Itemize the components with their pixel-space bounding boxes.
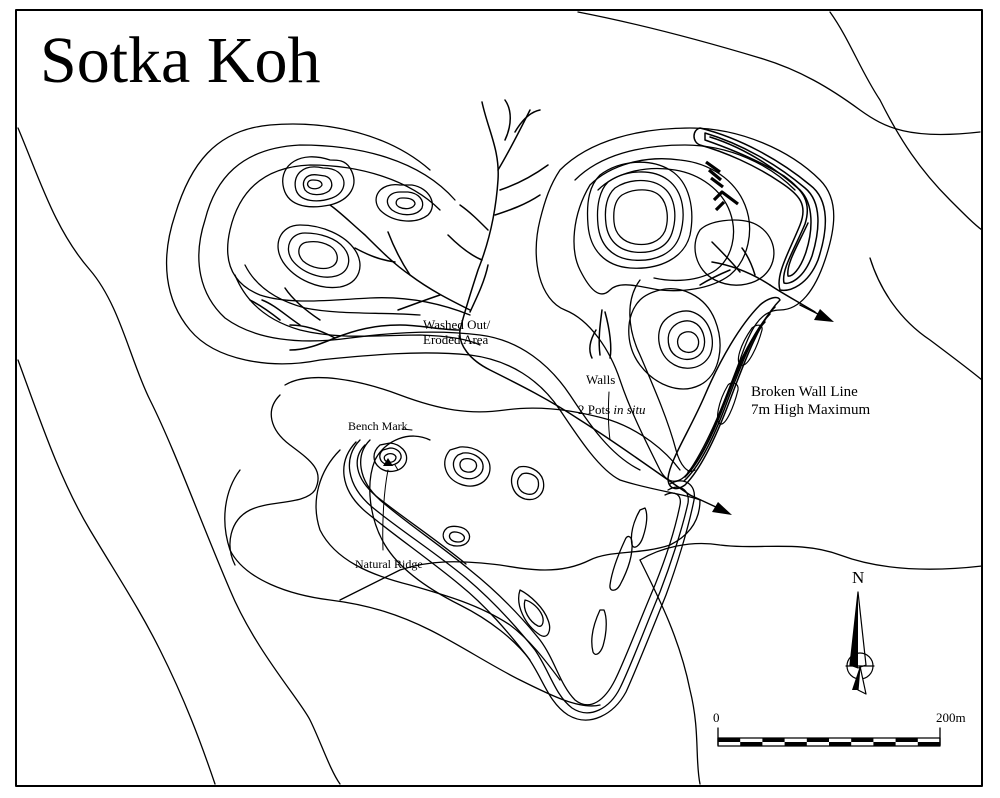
scale-segment (740, 742, 763, 746)
west-hill-contours (166, 123, 701, 601)
scale-segment (873, 742, 896, 746)
label-walls-italic: in situ (613, 401, 646, 417)
scale-segment (806, 738, 829, 742)
scale-min-label: 0 (713, 710, 720, 725)
scale-segment (762, 738, 785, 742)
map-frame (15, 9, 983, 787)
scale-bar-segments (718, 738, 940, 746)
label-broken-wall: Broken Wall Line 7m High Maximum (751, 384, 871, 418)
scale-segment (895, 738, 918, 742)
scale-segment (829, 742, 852, 746)
wall-marks (705, 160, 739, 212)
flow-arrows (689, 304, 834, 515)
scale-segment (718, 738, 741, 742)
scale-segment (917, 742, 940, 746)
label-walls-prefix: 2 Pots (578, 401, 614, 417)
label-bench-mark: Bench Mark (348, 419, 408, 433)
scale-bar (717, 727, 941, 747)
bench-mark-symbol (383, 458, 393, 466)
label-natural-ridge: Natural Ridge (355, 557, 423, 571)
arrow-head-east (814, 309, 834, 322)
scale-segment (784, 742, 807, 746)
scale-segment (851, 738, 874, 742)
label-walls-line1: Walls (586, 371, 616, 387)
north-arrow-icon (845, 591, 875, 695)
arrow-head-south (712, 502, 732, 515)
broken-wall-line (667, 127, 827, 490)
leader-lines (382, 391, 611, 551)
north-label: N (852, 568, 865, 587)
label-walls: Walls 2 Pots in situ (565, 358, 646, 433)
terrain-lines (17, 11, 983, 785)
map-title: Sotka Koh (40, 24, 321, 97)
south-hill-contours (224, 376, 696, 721)
label-washed-out: Washed Out/ Eroded Area (423, 317, 491, 347)
scale-max-label: 200m (936, 710, 966, 725)
drainage-channels (249, 99, 816, 496)
